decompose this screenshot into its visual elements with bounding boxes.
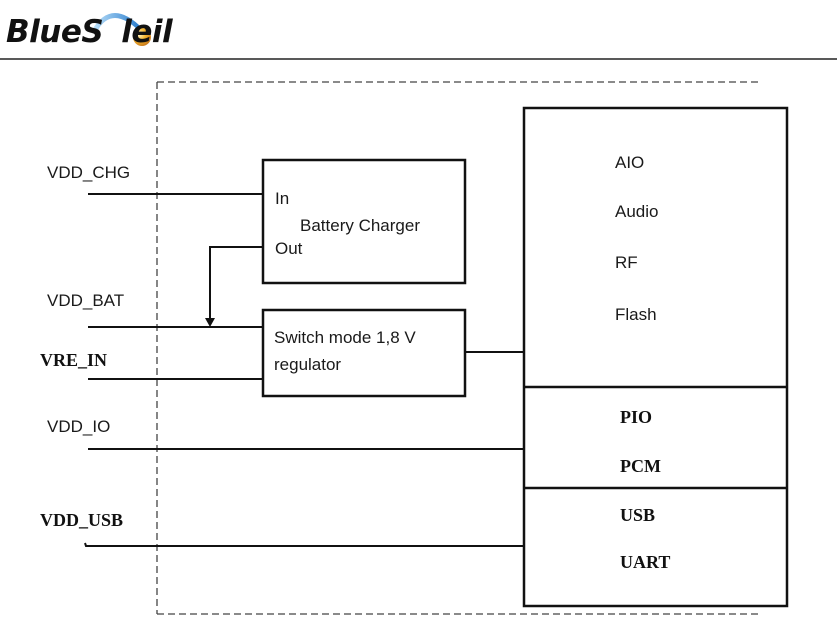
regulator-block — [263, 310, 465, 396]
core-item-audio: Audio — [615, 202, 658, 221]
charger-title: Battery Charger — [300, 216, 420, 235]
core-item-uart: UART — [620, 552, 670, 572]
arrow-down-icon — [205, 318, 215, 327]
core-block — [524, 108, 787, 606]
label-vre-in: VRE_IN — [40, 350, 107, 370]
charger-out-label: Out — [275, 239, 303, 258]
regulator-line1: Switch mode 1,8 V — [274, 328, 416, 347]
label-vdd-chg: VDD_CHG — [47, 163, 130, 182]
core-item-flash: Flash — [615, 305, 657, 324]
core-item-aio: AIO — [615, 153, 644, 172]
core-item-pcm: PCM — [620, 456, 661, 476]
label-vdd-usb: VDD_USB — [40, 510, 123, 530]
label-vdd-bat: VDD_BAT — [47, 291, 124, 310]
label-vdd-io: VDD_IO — [47, 417, 110, 436]
wire-vdd-usb — [85, 543, 525, 546]
core-item-rf: RF — [615, 253, 638, 272]
core-item-pio: PIO — [620, 407, 652, 427]
regulator-line2: regulator — [274, 355, 341, 374]
charger-in-label: In — [275, 189, 289, 208]
wire-charger-out — [210, 247, 263, 320]
core-item-usb: USB — [620, 505, 655, 525]
